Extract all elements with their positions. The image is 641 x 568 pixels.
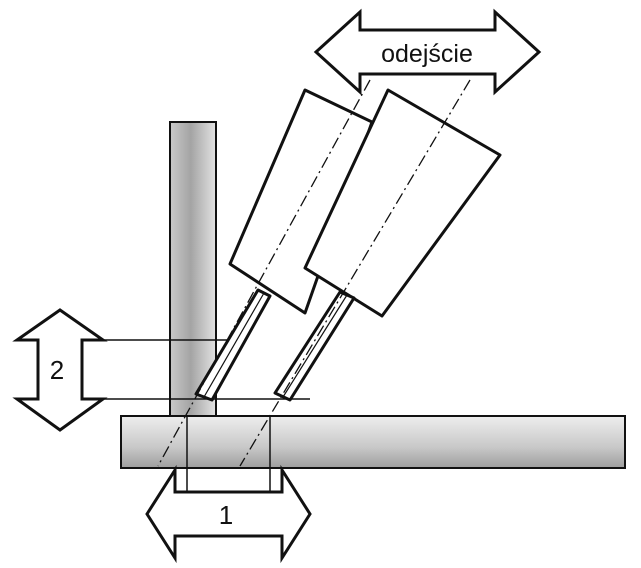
torch-1-electrode-line: [203, 292, 265, 398]
top-arrow-shape: [313, 8, 542, 96]
left-arrow-label: 2: [50, 355, 64, 385]
top-double-arrow: odejście: [313, 8, 542, 96]
vertical-plate: [169, 121, 217, 417]
bottom-arrow-shape: [145, 464, 312, 564]
torch-2-axis: [239, 79, 471, 467]
top-arrow-label: odejście: [381, 40, 473, 68]
torch-position-2: [239, 79, 502, 467]
bottom-double-arrow: 1: [145, 464, 312, 564]
horizontal-plate: [120, 415, 626, 469]
torch-1-body: [228, 88, 374, 315]
bottom-arrow-label: 1: [219, 500, 233, 530]
torch-2-electrode-line: [282, 294, 348, 398]
left-arrow-shape: [12, 308, 108, 432]
torch-position-1: [157, 79, 374, 467]
torch-1-axis: [157, 79, 371, 467]
torch-2-body: [303, 88, 502, 318]
left-double-arrow: 2: [12, 308, 108, 432]
